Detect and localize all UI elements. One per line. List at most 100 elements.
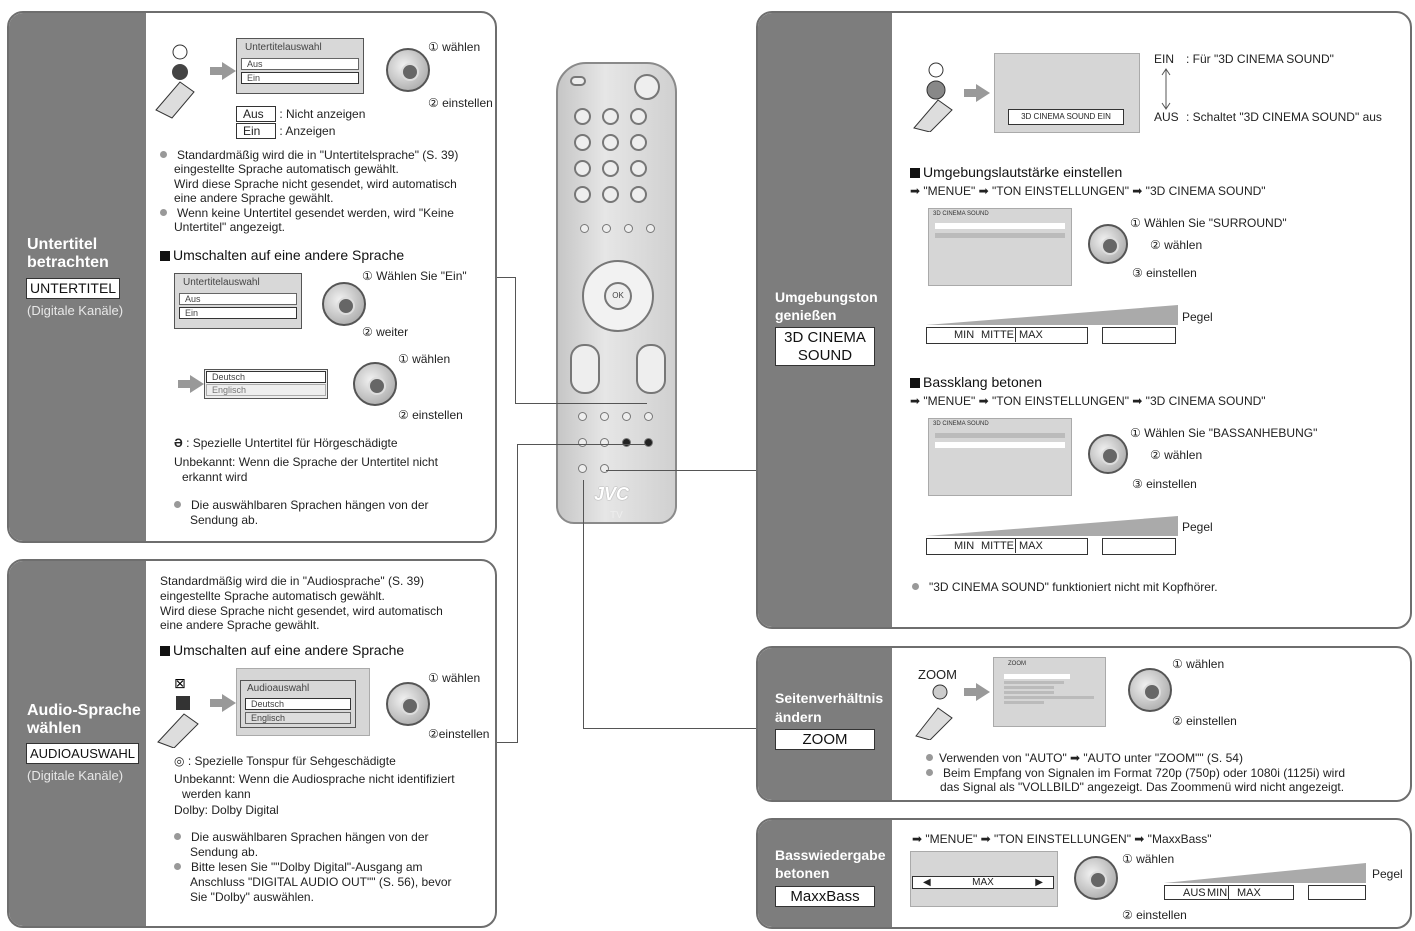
surround-side-box-a: 3D CINEMA: [775, 327, 875, 347]
scale-min: MIN: [954, 329, 975, 341]
maxxbass-sidebar: [758, 820, 892, 927]
subtitle-note-1a: Standardmäßig wird die in "Untertitelspr…: [160, 148, 458, 162]
level-wedge-icon: [926, 516, 1178, 539]
surround-headphone-note: "3D CINEMA SOUND" funktioniert nicht mit…: [912, 580, 1218, 594]
remote-small-button[interactable]: [646, 224, 655, 233]
connector-line: [583, 480, 584, 728]
slider-right-icon: ▶: [1035, 877, 1043, 888]
remote-small-button[interactable]: [600, 412, 609, 421]
audio-side-box: AUDIOAUSWAHL: [26, 743, 139, 764]
connector-line: [515, 277, 516, 403]
remote-button[interactable]: [602, 134, 619, 151]
audio-note-2c: Sie "Dolby" auswählen.: [190, 890, 314, 904]
scale-max: MAX: [1019, 540, 1043, 552]
connector-line: [497, 277, 515, 278]
navigation-ring-icon[interactable]: [1074, 856, 1118, 900]
unknown-subtitle-b: erkannt wird: [182, 470, 248, 484]
audio-side-title: Audio-Sprache wählen: [27, 702, 141, 737]
remote-small-button[interactable]: [624, 224, 633, 233]
audio-intro-a: Standardmäßig wird die in "Audiosprache"…: [160, 574, 424, 588]
remote-small-button[interactable]: [600, 438, 609, 447]
surround-sidebar: [758, 13, 892, 627]
remote-small-button[interactable]: [578, 464, 587, 473]
maxxbass-side-box: MaxxBass: [775, 886, 875, 907]
aus-label: AUS: [1154, 110, 1179, 124]
legend-key: Ein: [236, 123, 276, 139]
remote-audio-button[interactable]: [644, 438, 653, 447]
remote-small-button[interactable]: [622, 412, 631, 421]
navigation-ring-icon[interactable]: [1088, 434, 1128, 474]
remote-button[interactable]: [574, 108, 591, 125]
remote-button[interactable]: [630, 186, 647, 203]
remote-small-button[interactable]: [578, 412, 587, 421]
arrow-right-icon: [178, 375, 204, 393]
navigation-ring-icon[interactable]: [1128, 668, 1172, 712]
level-wedge-icon: [1164, 863, 1366, 886]
level-scale-2: MIN MITTE MAX: [926, 538, 1088, 555]
remote-button[interactable]: [630, 134, 647, 151]
menu-item-ein[interactable]: Ein: [241, 72, 359, 84]
subtitle-side-title: Untertitel betrachten: [27, 236, 109, 271]
remote-ok-button[interactable]: OK: [604, 282, 632, 310]
eye-icon: ◎: [174, 754, 185, 768]
remote-small-button[interactable]: [602, 224, 611, 233]
surround-volume-heading: Umgebungslautstärke einstellen: [910, 164, 1122, 180]
remote-small-button[interactable]: [578, 438, 587, 447]
subtitle-switch-heading: Umschalten auf eine andere Sprache: [160, 247, 404, 263]
remote-button[interactable]: [630, 160, 647, 177]
maxxbass-step1-label: ① wählen: [1122, 852, 1175, 866]
audio-dolby: Dolby: Dolby Digital: [174, 803, 279, 817]
language-item-deutsch[interactable]: Deutsch: [206, 371, 326, 383]
legend-text: : Nicht anzeigen: [279, 107, 366, 121]
remote-control: OK JVC TV: [556, 62, 677, 524]
subtitle-note-3a: Die auswählbaren Sprachen hängen von der: [174, 498, 429, 512]
audio-note-1b: Sendung ab.: [190, 845, 259, 859]
remote-button[interactable]: [574, 186, 591, 203]
scale-max: MAX: [1019, 329, 1043, 341]
maxxbass-side-title-b: betonen: [775, 865, 830, 881]
remote-button[interactable]: [602, 160, 619, 177]
remote-small-button[interactable]: [644, 412, 653, 421]
scale-min: MIN: [954, 540, 975, 552]
arrow-right-icon: [964, 683, 990, 701]
scale-max: MAX: [1237, 887, 1261, 899]
remote-3d-sound-button[interactable]: [600, 464, 609, 473]
maxxbass-pegel-label: Pegel: [1372, 867, 1403, 881]
remote-button[interactable]: [574, 160, 591, 177]
navigation-ring-icon[interactable]: [322, 282, 366, 326]
language-item-englisch[interactable]: Englisch: [206, 384, 326, 396]
remote-button[interactable]: [630, 108, 647, 125]
bass-step1-label: ① Wählen Sie "BASSANHEBUNG": [1130, 426, 1318, 440]
remote-tv-label: TV: [610, 510, 623, 521]
menu-title: Untertitelauswahl: [245, 42, 322, 53]
maxxbass-slider[interactable]: ◀ MAX ▶: [912, 876, 1054, 889]
remote-small-button[interactable]: [580, 224, 589, 233]
surround-side-title-b: genießen: [775, 307, 837, 323]
audio-unknown-a: Unbekannt: Wenn die Audiosprache nicht i…: [174, 772, 455, 786]
remote-power-button[interactable]: [634, 74, 660, 100]
navigation-ring-icon[interactable]: [386, 682, 430, 726]
step-confirm-label: ② einstellen: [428, 96, 493, 110]
scale-min: MIN: [1207, 886, 1230, 900]
surround-menu-path-1: ➡ "MENUE" ➡ "TON EINSTELLUNGEN" ➡ "3D CI…: [910, 184, 1266, 198]
subtitle-note-1d: eine andere Sprache gewählt.: [174, 191, 334, 205]
remote-button[interactable]: [574, 134, 591, 151]
remote-rocker-left[interactable]: [570, 344, 600, 394]
menu-item-aus[interactable]: Aus: [179, 293, 297, 305]
navigation-ring-icon[interactable]: [353, 362, 397, 406]
menu-item-deutsch[interactable]: Deutsch: [245, 698, 351, 710]
surround-menu-path-2: ➡ "MENUE" ➡ "TON EINSTELLUNGEN" ➡ "3D CI…: [910, 394, 1266, 408]
connector-line: [517, 444, 645, 445]
remote-button[interactable]: [602, 108, 619, 125]
remote-rocker-right[interactable]: [636, 344, 666, 394]
hand-press-icon: ⊠: [152, 672, 206, 749]
remote-subtitle-button[interactable]: [622, 438, 631, 447]
remote-button[interactable]: [602, 186, 619, 203]
navigation-ring-icon[interactable]: [386, 48, 430, 92]
menu-item-ein[interactable]: Ein: [179, 307, 297, 319]
menu-item-englisch[interactable]: Englisch: [245, 712, 351, 724]
remote-button[interactable]: [570, 76, 586, 86]
zoom-note-1: Verwenden von "AUTO" ➡ "AUTO unter "ZOOM…: [926, 751, 1243, 765]
menu-item-aus[interactable]: Aus: [241, 58, 359, 70]
navigation-ring-icon[interactable]: [1088, 224, 1128, 264]
